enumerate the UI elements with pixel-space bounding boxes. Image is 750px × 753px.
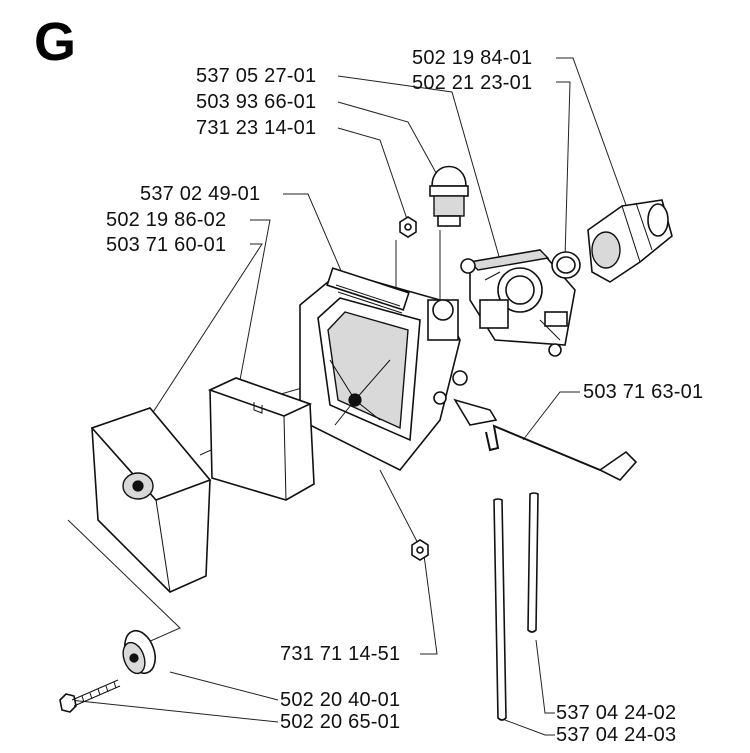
label-gasket-ring: 502 21 23-01 [412, 72, 533, 94]
label-bolt: 502 20 65-01 [280, 711, 401, 733]
label-pre-filter: 502 19 86-02 [106, 209, 227, 231]
pre-filter-part [207, 377, 315, 501]
leader-intake-adapter [556, 57, 627, 206]
carburetor-part [460, 249, 576, 357]
label-primer-bulb: 503 93 66-01 [196, 91, 317, 113]
nut-top-part [399, 216, 417, 238]
leader-primer-bulb [337, 101, 441, 181]
nut-bottom-part [411, 539, 429, 561]
label-nut-top: 731 23 14-01 [196, 117, 317, 139]
leader-pre-filter [239, 219, 271, 381]
leader-carburetor [337, 75, 501, 261]
leader-throttle-rod [522, 391, 580, 441]
leader-bolt [69, 699, 279, 723]
bolt-part [59, 679, 121, 713]
label-throttle-rod: 503 71 63-01 [583, 381, 704, 403]
label-nut-bottom: 731 71 14-51 [280, 643, 401, 665]
label-hose-long: 537 04 24-03 [556, 724, 677, 746]
leader-nut-bottom [420, 554, 438, 655]
leader-air-filter [147, 243, 263, 421]
label-hose-short: 537 04 24-02 [556, 702, 677, 724]
intake-adapter-part [587, 199, 673, 283]
knob-part [122, 629, 156, 675]
leader-gasket-ring [556, 81, 571, 259]
label-knob: 502 20 40-01 [280, 689, 401, 711]
label-carburetor: 537 05 27-01 [196, 65, 317, 87]
label-filter-holder: 537 02 49-01 [140, 183, 261, 205]
primer-bulb-part [429, 165, 469, 227]
label-air-filter: 503 71 60-01 [106, 234, 227, 256]
leader-nut-bottom-up [379, 469, 425, 556]
filter-holder-part [299, 267, 498, 472]
gasket-ring-part [551, 251, 581, 279]
fuel-hoses-part [493, 492, 539, 721]
leader-lines [67, 57, 627, 736]
throttle-rod-part [485, 424, 638, 481]
section-letter: G [34, 12, 77, 72]
leader-nut-top [337, 127, 409, 223]
leader-hose-long [504, 719, 555, 736]
air-filter-part [90, 407, 212, 593]
leader-hose-short [535, 639, 555, 714]
label-intake-adapter: 502 19 84-01 [412, 47, 533, 69]
leader-filter-holder [283, 193, 346, 281]
leader-knob [169, 671, 279, 701]
